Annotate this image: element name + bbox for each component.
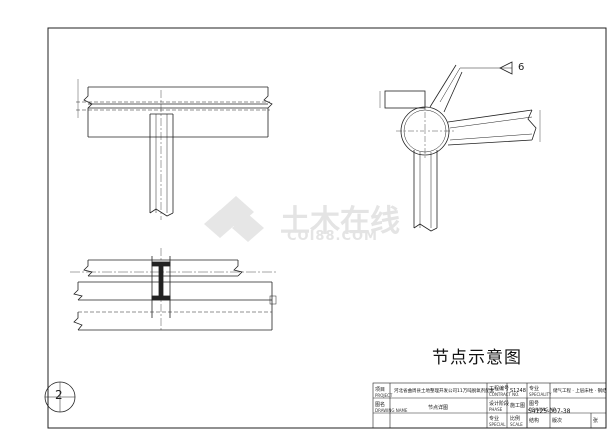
tb-drawing-name-label-en: DRAWING NAME bbox=[375, 408, 408, 413]
tb-version-label: 版次 bbox=[552, 418, 563, 424]
drawing-border bbox=[47, 27, 607, 429]
tb-stage-label-en: PHASE bbox=[489, 407, 503, 412]
tb-sheet-label: 张 bbox=[593, 418, 599, 424]
tb-scale-label: 比例 bbox=[510, 416, 521, 422]
tb-drawing-name-label: 图名 bbox=[375, 402, 386, 408]
detail-badge bbox=[44, 381, 76, 413]
drawing-title: 节点示意图 bbox=[432, 348, 522, 368]
tb-dept-label: 专业 bbox=[529, 386, 540, 392]
watermark-text: 土木在线 bbox=[280, 204, 400, 239]
detail-badge-number: 2 bbox=[55, 388, 63, 402]
tb-item-label-en: PROJECT bbox=[375, 393, 393, 398]
tb-item-label: 项目 bbox=[375, 387, 386, 393]
tb-major-label: 专业 bbox=[489, 416, 500, 422]
tb-dwg-no: S4125-007-38 bbox=[528, 408, 571, 415]
watermark-subtext: COI88.COM bbox=[287, 229, 378, 244]
tb-stage: 施工图 bbox=[510, 403, 526, 409]
tb-drawing-name: 节点详图 bbox=[428, 405, 449, 411]
tb-dwg-no-label: 图号 bbox=[529, 401, 540, 407]
tb-proj-no: S1248 bbox=[510, 388, 526, 394]
tb-proj-no-label-en: CONTRACT NO. bbox=[489, 392, 520, 397]
tb-stage-label: 设计阶段 bbox=[489, 401, 510, 407]
tb-scale-label-en: SCALE bbox=[510, 422, 523, 427]
tb-dwg-no-label-en: DRAWING NO. bbox=[529, 407, 557, 412]
tb-project-name: 河北省曲周县土地整理开发公司11万吨脱氧剂配套 bbox=[394, 389, 495, 394]
weld-size-label: 6 bbox=[518, 62, 525, 73]
beam-section-detail bbox=[70, 248, 277, 331]
pipe-node-detail bbox=[379, 61, 541, 232]
tb-major-label-en: SPECIAL bbox=[489, 422, 506, 427]
tb-right-top: 储气工程 · 上层床柱 · 钢结 bbox=[553, 389, 607, 394]
watermark-logo bbox=[204, 196, 264, 242]
title-block bbox=[372, 382, 607, 429]
tb-dept: 结构 bbox=[529, 418, 540, 424]
tb-proj-no-label: 工程编号 bbox=[489, 386, 510, 392]
tb-dept-label-en: SPECIALITY bbox=[529, 392, 552, 397]
t-joint-detail bbox=[76, 79, 273, 220]
